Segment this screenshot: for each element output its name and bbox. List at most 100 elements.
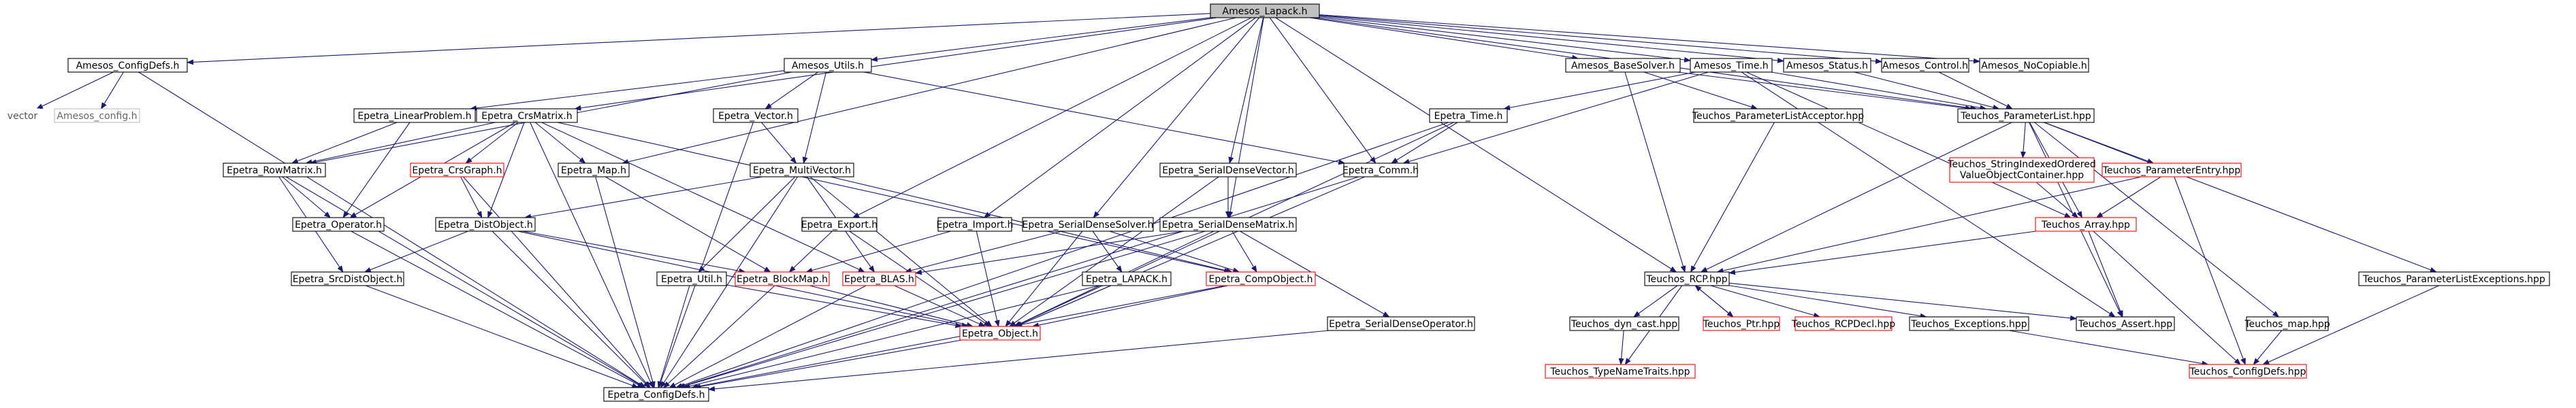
node-box [292, 217, 385, 232]
edge-rcp-to-tassert [1728, 282, 2077, 321]
node-amtime[interactable]: Amesos_Time.h [1690, 58, 1773, 73]
node-label: Epetra_SrcDistObject.h [293, 274, 403, 285]
node-label: Amesos_NoCopiable.h [1981, 61, 2087, 71]
node-basesolver[interactable]: Amesos_BaseSolver.h [1565, 58, 1681, 73]
node-comm[interactable]: Epetra_Comm.h [1342, 163, 1419, 177]
node-import[interactable]: Epetra_Import.h [937, 217, 1014, 232]
node-label: Amesos_BaseSolver.h [1571, 61, 1675, 71]
node-label: Teuchos_ParameterEntry.hpp [2102, 165, 2240, 176]
node-emap[interactable]: Epetra_Map.h [558, 163, 630, 177]
node-box [937, 217, 1012, 232]
node-crsmatrix[interactable]: Epetra_CrsMatrix.h [476, 108, 578, 123]
node-amcontrol[interactable]: Amesos_Control.h [1881, 58, 1969, 73]
node-sdvector[interactable]: Epetra_SerialDenseVector.h [1159, 163, 1297, 177]
node-typenametraits[interactable]: Teuchos_TypeNameTraits.hpp [1545, 364, 1696, 379]
node-srcdist[interactable]: Epetra_SrcDistObject.h [291, 271, 404, 286]
node-eobject[interactable]: Epetra_Object.h [959, 326, 1041, 341]
node-plexceptions[interactable]: Teuchos_ParameterListExceptions.hpp [2358, 271, 2550, 286]
node-sdsolver[interactable]: Epetra_SerialDenseSolver.h [1022, 217, 1154, 232]
edge-linprob-to-rowmatrix [291, 122, 398, 164]
node-evector[interactable]: Epetra_Vector.h [713, 108, 799, 123]
node-box [1159, 163, 1297, 177]
node-box [1565, 58, 1681, 73]
edge-sdsolver-to-compobj [1109, 231, 1240, 273]
edge-multivec-to-eobject [809, 176, 993, 327]
edge-distobj-to-blockmap [522, 231, 746, 274]
edge-sdvector-to-eobject [1009, 176, 1219, 327]
node-tptr[interactable]: Teuchos_Ptr.hpp [1703, 316, 1780, 331]
node-box [784, 58, 872, 73]
node-label: Amesos_Time.h [1694, 61, 1769, 71]
node-paramentry[interactable]: Teuchos_ParameterEntry.hpp [2102, 163, 2242, 177]
node-label: Teuchos_RCP.hpp [1645, 274, 1727, 285]
node-box [435, 217, 536, 232]
node-ecfgdefs[interactable]: Epetra_ConfigDefs.h [603, 387, 709, 402]
node-box [1644, 271, 1730, 286]
node-label-line: Teuchos_StringIndexedOrdered [1947, 159, 2095, 170]
node-label: Teuchos_Array.hpp [2041, 220, 2130, 231]
node-tmap[interactable]: Teuchos_map.hpp [2244, 316, 2330, 331]
node-box [476, 108, 578, 123]
node-box [1327, 316, 1475, 331]
node-etime[interactable]: Epetra_Time.h [1429, 108, 1508, 123]
node-label: Epetra_LinearProblem.h [357, 111, 471, 122]
edge-root-to-amcontrol [1319, 15, 1882, 64]
edge-basesolver-to-rcp [1624, 71, 1686, 273]
edge-utils-to-linprob [470, 70, 785, 111]
edge-sdsolver-to-blas [904, 231, 1062, 273]
node-tcfgdefs[interactable]: Teuchos_ConfigDefs.hpp [2189, 364, 2307, 379]
edge-root-to-utils [871, 17, 1211, 62]
edge-utils-to-multivec [802, 71, 827, 164]
node-export[interactable]: Epetra_Export.h [801, 217, 878, 232]
node-box [2076, 316, 2175, 331]
node-distobj[interactable]: Epetra_DistObject.h [435, 217, 536, 232]
node-strindexed[interactable]: Teuchos_StringIndexedOrderedValueObjectC… [1947, 157, 2096, 183]
node-box [1794, 316, 1893, 331]
node-box [801, 217, 878, 232]
edge-root-to-basesolver [1309, 17, 1579, 61]
node-cfgdefs[interactable]: Amesos_ConfigDefs.h [67, 58, 188, 73]
edge-import-to-blockmap [805, 231, 951, 273]
node-lapack[interactable]: Epetra_LAPACK.h [1082, 271, 1172, 286]
node-blas[interactable]: Epetra_BLAS.h [842, 271, 916, 286]
node-box [1949, 157, 2095, 183]
node-dynrcast[interactable]: Teuchos_dyn_cast.hpp [1569, 316, 1679, 331]
edge-crsgraph-to-ecfgdefs [462, 176, 651, 388]
node-utils[interactable]: Amesos_Utils.h [784, 58, 872, 73]
node-label: Epetra_CrsGraph.h [412, 165, 502, 176]
node-tarray[interactable]: Teuchos_Array.hpp [2035, 217, 2137, 232]
edge-distobj-to-ecfgdefs [492, 231, 650, 388]
node-box [1693, 108, 1863, 123]
edge-amstatus-to-paramlist [1854, 71, 2000, 110]
node-label: Amesos_ConfigDefs.h [76, 61, 180, 71]
node-amstatus[interactable]: Amesos_Status.h [1783, 58, 1871, 73]
node-label: Epetra_Operator.h [295, 220, 382, 231]
node-crsgraph[interactable]: Epetra_CrsGraph.h [410, 163, 504, 177]
node-texcept[interactable]: Teuchos_Exceptions.hpp [1909, 316, 2029, 331]
node-rcpdecl[interactable]: Teuchos_RCPDecl.hpp [1791, 316, 1896, 331]
node-multivec[interactable]: Epetra_MultiVector.h [750, 163, 854, 177]
node-label: Amesos_config.h [57, 111, 137, 122]
node-rowmatrix[interactable]: Epetra_RowMatrix.h [223, 163, 326, 177]
node-label: Epetra_CompObject.h [1209, 274, 1313, 285]
node-label: Teuchos_dyn_cast.hpp [1571, 319, 1677, 330]
node-box [54, 108, 140, 123]
node-compobj[interactable]: Epetra_CompObject.h [1206, 271, 1316, 286]
node-placceptor[interactable]: Teuchos_ParameterListAcceptor.hpp [1692, 108, 1864, 123]
node-box [1429, 108, 1508, 123]
node-sdoperator[interactable]: Epetra_SerialDenseOperator.h [1327, 316, 1475, 331]
node-noncopy[interactable]: Amesos_NoCopiable.h [1979, 58, 2089, 73]
node-blockmap[interactable]: Epetra_BlockMap.h [735, 271, 830, 286]
node-operator[interactable]: Epetra_Operator.h [292, 217, 385, 232]
node-tassert[interactable]: Teuchos_Assert.hpp [2076, 316, 2175, 331]
node-label: Epetra_SerialDenseSolver.h [1023, 220, 1154, 231]
node-eutil[interactable]: Epetra_Util.h [656, 271, 727, 286]
node-paramlist[interactable]: Teuchos_ParameterList.hpp [1957, 108, 2095, 123]
edge-rowmatrix-to-operator [282, 176, 332, 218]
node-linprob[interactable]: Epetra_LinearProblem.h [353, 108, 476, 123]
node-rcp[interactable]: Teuchos_RCP.hpp [1644, 271, 1730, 286]
node-sdmatrix[interactable]: Epetra_SerialDenseMatrix.h [1159, 217, 1297, 232]
node-root[interactable]: Amesos_Lapack.h [1210, 3, 1320, 18]
node-label: Epetra_ConfigDefs.h [607, 390, 705, 401]
